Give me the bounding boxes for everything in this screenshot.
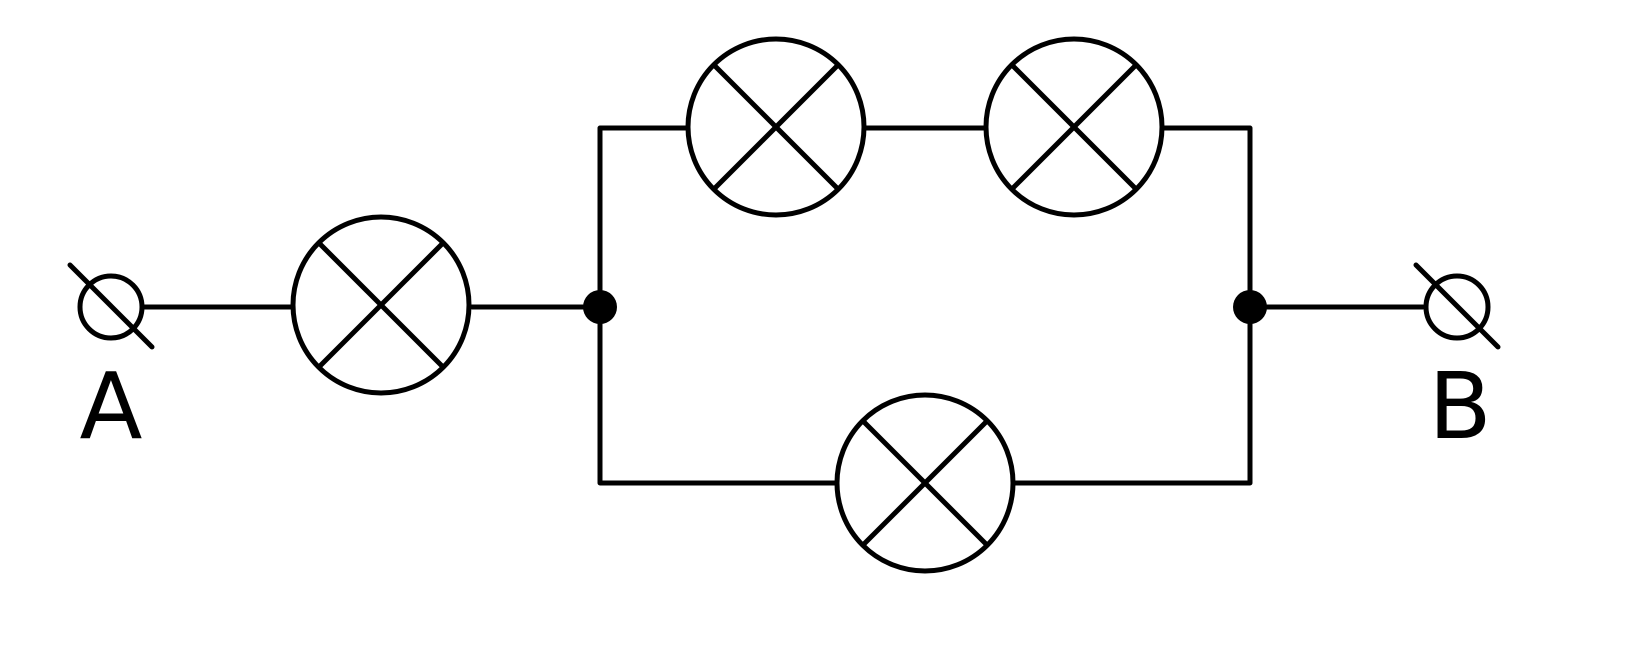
upper-branch-lamp-2-icon bbox=[983, 36, 1165, 218]
wires bbox=[140, 125, 1426, 486]
terminal-a: A bbox=[67, 262, 155, 460]
terminal-a-label: A bbox=[80, 353, 143, 460]
lower-branch-lamp-icon bbox=[834, 392, 1016, 574]
terminal-b-icon bbox=[1423, 273, 1491, 341]
terminal-b-label: B bbox=[1428, 353, 1491, 460]
terminal-b: B bbox=[1413, 262, 1501, 460]
right-junction-node bbox=[1233, 290, 1267, 324]
series-lamp-icon bbox=[290, 214, 472, 396]
wire-left-node-to-lower-lamp bbox=[597, 304, 838, 486]
wire-left-node-to-upper-lamp-1 bbox=[597, 125, 689, 310]
wire-upper-lamp-2-to-right-node bbox=[1161, 125, 1253, 310]
terminal-a-icon bbox=[77, 273, 145, 341]
upper-branch-lamp-1-icon bbox=[685, 36, 867, 218]
wire-lower-lamp-to-right-node bbox=[1011, 304, 1253, 486]
terminal-a-slash bbox=[67, 262, 155, 350]
terminal-b-slash bbox=[1413, 262, 1501, 350]
left-junction-node bbox=[583, 290, 617, 324]
